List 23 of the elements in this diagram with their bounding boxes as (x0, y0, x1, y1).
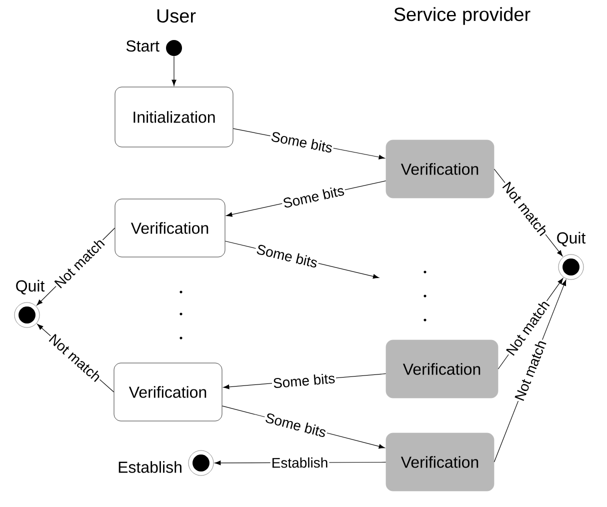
state-caption: Start (126, 40, 160, 52)
edge-label: Some bits (274, 374, 335, 388)
state-box: Verification (386, 140, 494, 198)
state-caption: Establish (118, 461, 182, 473)
column-heading: User (157, 9, 196, 23)
end-circle (188, 450, 214, 476)
end-circle (14, 302, 40, 328)
state-box: Verification (114, 198, 226, 258)
edge-label: Some bits (256, 244, 317, 268)
edge-label: Some bits (284, 188, 344, 208)
edge-label: Some bits (271, 132, 332, 152)
start-dot (166, 40, 182, 56)
state-box: Initialization (114, 86, 234, 148)
state-box: Verification (386, 340, 498, 398)
edge-label: Establish (272, 457, 328, 468)
state-box: Verification (114, 362, 222, 422)
state-box: Verification (386, 432, 494, 492)
column-heading: Service provider (394, 7, 530, 25)
state-caption: Quit (16, 280, 45, 294)
arrow (172, 56, 176, 86)
edge-label: Some bits (266, 413, 326, 437)
end-circle (558, 254, 584, 280)
state-caption: Quit (557, 232, 586, 246)
